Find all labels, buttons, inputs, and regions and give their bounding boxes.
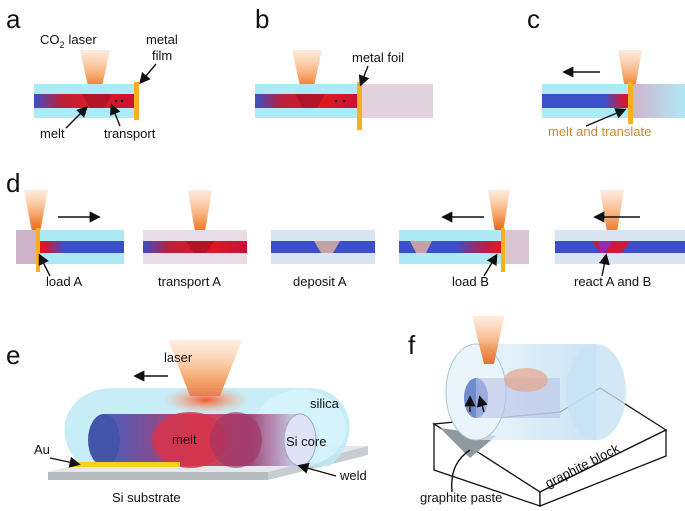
- panel-e: e laser silica melt Au Si core weld Si s…: [6, 340, 368, 505]
- melt-zone-a: [82, 94, 112, 108]
- step-load-a: load A: [16, 190, 124, 289]
- laser-label: laser: [164, 350, 193, 365]
- arrow-up-right: [476, 395, 488, 413]
- panel-letter-d: d: [6, 168, 20, 198]
- metal-foil-body: [361, 84, 433, 118]
- silica-label: silica: [310, 396, 340, 411]
- panel-f: f graphite block graphite paste: [408, 316, 668, 507]
- laser-beam-icon: [168, 340, 242, 396]
- step-label-4: load B: [452, 274, 489, 289]
- laser-beam-icon: [488, 190, 510, 232]
- melt-d2: [186, 241, 214, 253]
- reaction-d5: [598, 241, 612, 253]
- metal-foil-label: metal foil: [352, 50, 404, 65]
- au-layer: [70, 462, 180, 467]
- laser-beam-icon: [472, 316, 504, 364]
- metal-film-a: [134, 82, 139, 120]
- melt-label-e: melt: [172, 432, 197, 447]
- graphite-paste-label: graphite paste: [420, 490, 502, 505]
- step-deposit-a: deposit A: [271, 230, 375, 289]
- step-label-5: react A and B: [574, 274, 651, 289]
- arrow-weld: [297, 462, 337, 477]
- panel-letter-b: b: [255, 4, 269, 34]
- particle: [114, 99, 118, 103]
- arrow-foil: [358, 65, 370, 87]
- particle: [120, 99, 124, 103]
- step-label-3: deposit A: [293, 274, 347, 289]
- step-label-2: transport A: [158, 274, 221, 289]
- metal-film-label-1: metal: [146, 32, 178, 47]
- si-substrate-label: Si substrate: [112, 490, 181, 505]
- panel-d: d load A transport A deposit A: [6, 168, 685, 289]
- laser-glow: [162, 386, 250, 414]
- au-label: Au: [34, 442, 50, 457]
- particle: [334, 99, 338, 103]
- paste-leader: [451, 449, 471, 493]
- transport-label: transport: [104, 126, 156, 141]
- arrow-step-1: [38, 253, 51, 277]
- step-react: react A and B: [555, 190, 685, 289]
- laser-beam-icon: [600, 190, 624, 238]
- step-label-1: load A: [46, 274, 82, 289]
- graphite-block-front: [539, 428, 667, 507]
- metal-d4: [501, 228, 505, 272]
- arrow-transport: [109, 103, 121, 127]
- panel-letter-e: e: [6, 340, 20, 370]
- si-substrate-edge: [48, 472, 268, 480]
- panel-letter-f: f: [408, 330, 416, 360]
- step-load-b: load B: [399, 190, 529, 289]
- metal-d1: [36, 228, 40, 272]
- melt-glow-f: [504, 368, 548, 392]
- foil-fade-c: [632, 84, 685, 118]
- melt-label-a: melt: [40, 126, 65, 141]
- melt-zone-e: [152, 412, 228, 468]
- panel-letter-c: c: [527, 4, 540, 34]
- arrow-step-4: [483, 253, 498, 277]
- arrow-melt-a: [65, 106, 88, 129]
- si-core-start: [88, 414, 120, 466]
- si-core-label: Si core: [286, 434, 326, 449]
- core-d1: [38, 241, 124, 253]
- particle: [342, 99, 346, 103]
- deposit-d4: [410, 241, 432, 253]
- melt-translate-label: melt and translate: [548, 124, 651, 139]
- melt-zone-e2: [210, 412, 262, 468]
- melt-zone-b: [295, 94, 325, 108]
- laser-beam-icon: [292, 50, 322, 95]
- arrow-film: [139, 63, 157, 85]
- arrow-melt-c: [585, 108, 627, 127]
- laser-beam-icon: [188, 190, 212, 238]
- arrow-au: [49, 456, 81, 468]
- step-transport-a: transport A: [143, 190, 247, 289]
- metal-foil-b: [357, 82, 362, 130]
- deposit-d3: [314, 241, 340, 253]
- panel-c: c melt and translate: [527, 4, 685, 139]
- metal-foil-c: [628, 82, 633, 124]
- laser-beam-icon: [24, 190, 48, 232]
- foil-body-d1: [16, 230, 38, 264]
- laser-beam-icon: [618, 50, 642, 95]
- panel-b: b metal foil: [255, 4, 433, 130]
- foil-body-d4: [503, 230, 529, 264]
- core-melt-c: [542, 94, 632, 108]
- cylinder-far-end: [566, 344, 626, 440]
- laser-beam-icon: [80, 50, 110, 95]
- panel-letter-a: a: [6, 4, 21, 34]
- weld-label: weld: [339, 468, 367, 483]
- arrow-step-5: [598, 253, 610, 277]
- metal-film-label-2: film: [152, 48, 172, 63]
